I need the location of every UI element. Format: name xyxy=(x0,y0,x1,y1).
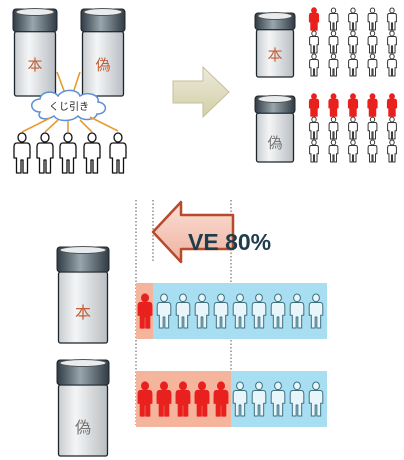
vial-icon xyxy=(56,359,110,457)
person-icon xyxy=(213,381,229,417)
person-icon xyxy=(270,381,286,417)
person-icon xyxy=(232,381,248,417)
person-icon xyxy=(213,293,229,329)
person-icon xyxy=(308,93,320,117)
lottery-cloud: くじ引き xyxy=(31,89,107,122)
person-icon xyxy=(367,53,378,77)
person-icon xyxy=(175,381,191,417)
person-icon xyxy=(367,7,378,31)
person-icon xyxy=(367,93,378,117)
person-icon xyxy=(387,7,397,31)
vial-icon xyxy=(254,12,296,78)
person-icon xyxy=(387,30,397,54)
placebo-group-people xyxy=(137,381,324,417)
trial-participants xyxy=(13,132,127,174)
person-icon xyxy=(308,381,324,417)
person-icon xyxy=(367,116,378,140)
person-icon xyxy=(232,293,248,329)
real-group-people xyxy=(137,293,324,329)
person-icon xyxy=(387,139,397,163)
person-icon xyxy=(328,139,339,163)
person-icon xyxy=(309,139,319,163)
person-icon xyxy=(309,53,319,77)
person-icon xyxy=(175,293,191,329)
efficacy-arrow xyxy=(151,200,235,264)
real-group-people xyxy=(308,7,397,77)
person-icon xyxy=(156,293,172,329)
person-icon xyxy=(137,381,153,417)
right-arrow xyxy=(172,65,230,119)
person-icon xyxy=(367,139,378,163)
vial-label-placebo: 偽 xyxy=(267,135,282,152)
person-icon xyxy=(194,381,210,417)
vial-label-placebo: 偽 xyxy=(75,419,91,437)
person-icon xyxy=(59,132,77,174)
person-icon xyxy=(348,7,358,31)
person-icon xyxy=(387,53,397,77)
vial-icon xyxy=(12,8,58,97)
person-icon xyxy=(36,132,54,174)
person-icon xyxy=(328,7,339,31)
person-icon xyxy=(309,116,319,140)
person-icon xyxy=(348,53,358,77)
lottery-label: くじ引き xyxy=(49,101,89,113)
vial-label-real: 本 xyxy=(75,304,91,322)
person-icon xyxy=(348,30,358,54)
person-icon xyxy=(348,116,358,140)
person-icon xyxy=(13,132,31,174)
person-icon xyxy=(309,30,319,54)
vial-label-placebo: 偽 xyxy=(95,57,110,74)
vial-icon xyxy=(56,246,110,344)
person-icon xyxy=(83,132,101,174)
person-icon xyxy=(328,53,339,77)
person-icon xyxy=(137,293,153,329)
vial-label-real: 本 xyxy=(267,47,282,64)
person-icon xyxy=(328,93,339,117)
person-icon xyxy=(251,381,267,417)
person-icon xyxy=(328,30,339,54)
person-icon xyxy=(109,132,127,174)
person-icon xyxy=(289,293,305,329)
person-icon xyxy=(387,116,397,140)
person-icon xyxy=(308,7,320,31)
person-icon xyxy=(367,30,378,54)
person-icon xyxy=(156,381,172,417)
vial-label-real: 本 xyxy=(27,57,42,74)
person-icon xyxy=(289,381,305,417)
vial-icon xyxy=(80,8,126,97)
person-icon xyxy=(270,293,286,329)
vial-icon xyxy=(254,95,296,163)
person-icon xyxy=(386,93,398,117)
person-icon xyxy=(347,93,359,117)
lottery-to-people-arrows xyxy=(21,116,119,133)
person-icon xyxy=(194,293,210,329)
person-icon xyxy=(348,139,358,163)
person-icon xyxy=(328,116,339,140)
person-icon xyxy=(251,293,267,329)
person-icon xyxy=(308,293,324,329)
placebo-group-people xyxy=(308,93,398,163)
efficacy-label: VE 80% xyxy=(188,229,271,255)
